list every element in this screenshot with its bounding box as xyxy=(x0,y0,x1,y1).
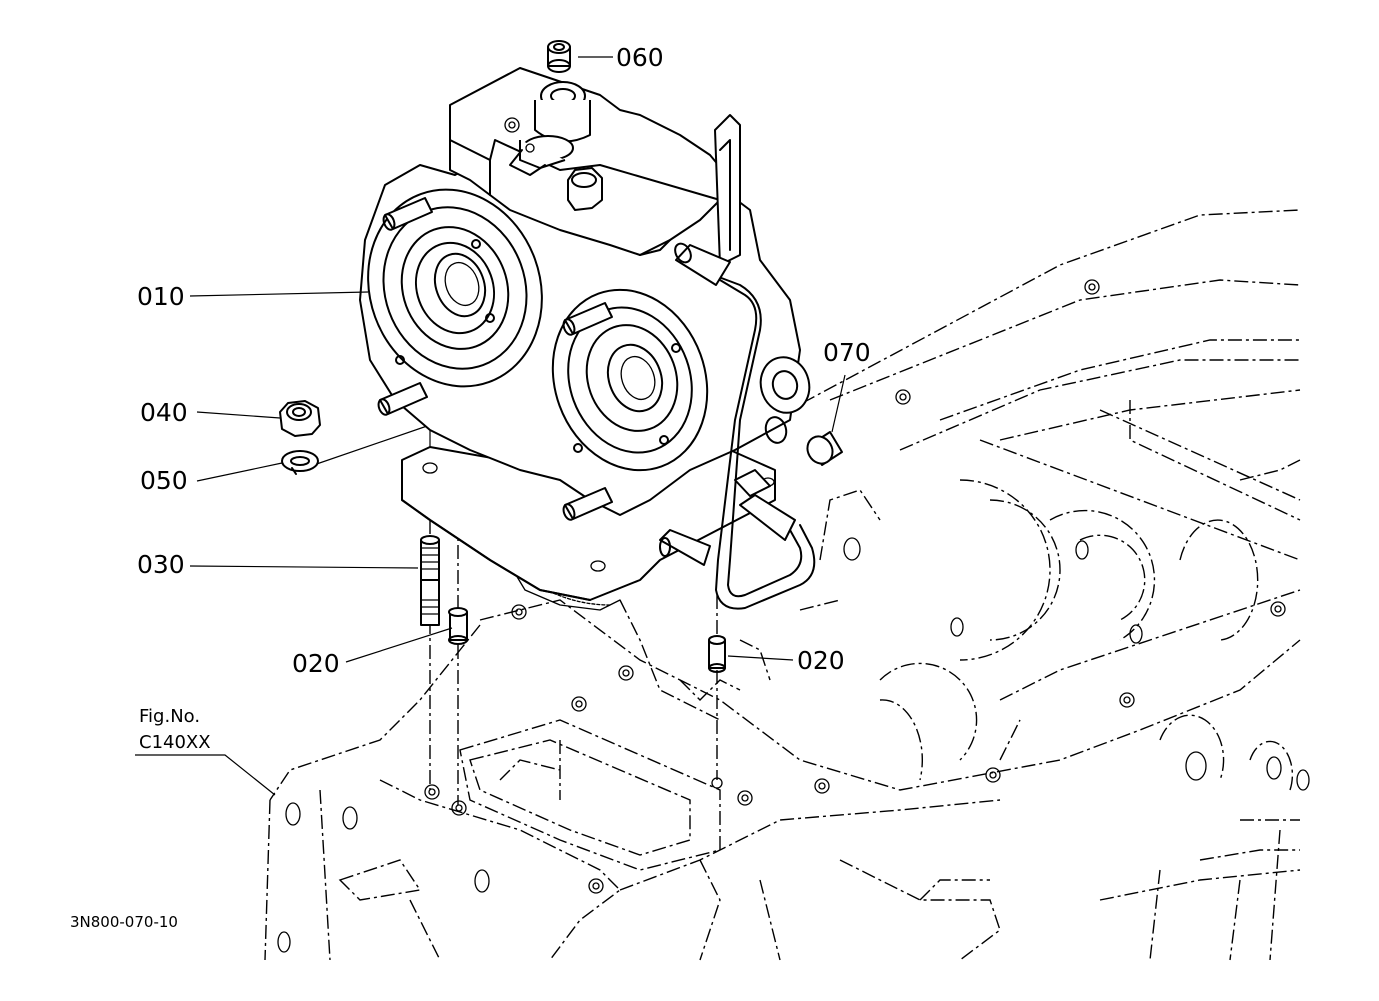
callout-040: 040 xyxy=(140,398,188,427)
callout-020-left: 020 xyxy=(292,649,340,678)
callout-020-right: 020 xyxy=(797,646,845,675)
fig-number: C140XX xyxy=(139,732,211,753)
part-030-stud xyxy=(420,535,440,626)
callout-070: 070 xyxy=(823,338,871,367)
callout-050: 050 xyxy=(140,466,188,495)
part-020-dowel-right xyxy=(708,635,726,673)
fig-label: Fig.No. xyxy=(139,706,200,727)
body-studs xyxy=(377,197,613,521)
hydraulic-pump-assembly xyxy=(359,40,816,611)
callout-labels: 060 010 070 040 050 030 020 020 Fig.No. … xyxy=(70,43,871,931)
leader-lines xyxy=(135,56,846,796)
transmission-case xyxy=(264,209,1310,961)
part-070-plug xyxy=(806,431,843,466)
callout-060: 060 xyxy=(616,43,664,72)
drawing-code: 3N800-070-10 xyxy=(70,913,178,931)
part-020-dowel-left xyxy=(448,607,468,645)
callout-010: 010 xyxy=(137,282,185,311)
loose-parts xyxy=(279,400,843,673)
part-040-nut xyxy=(279,400,321,437)
part-050-washer xyxy=(281,450,319,475)
callout-030: 030 xyxy=(137,550,185,579)
